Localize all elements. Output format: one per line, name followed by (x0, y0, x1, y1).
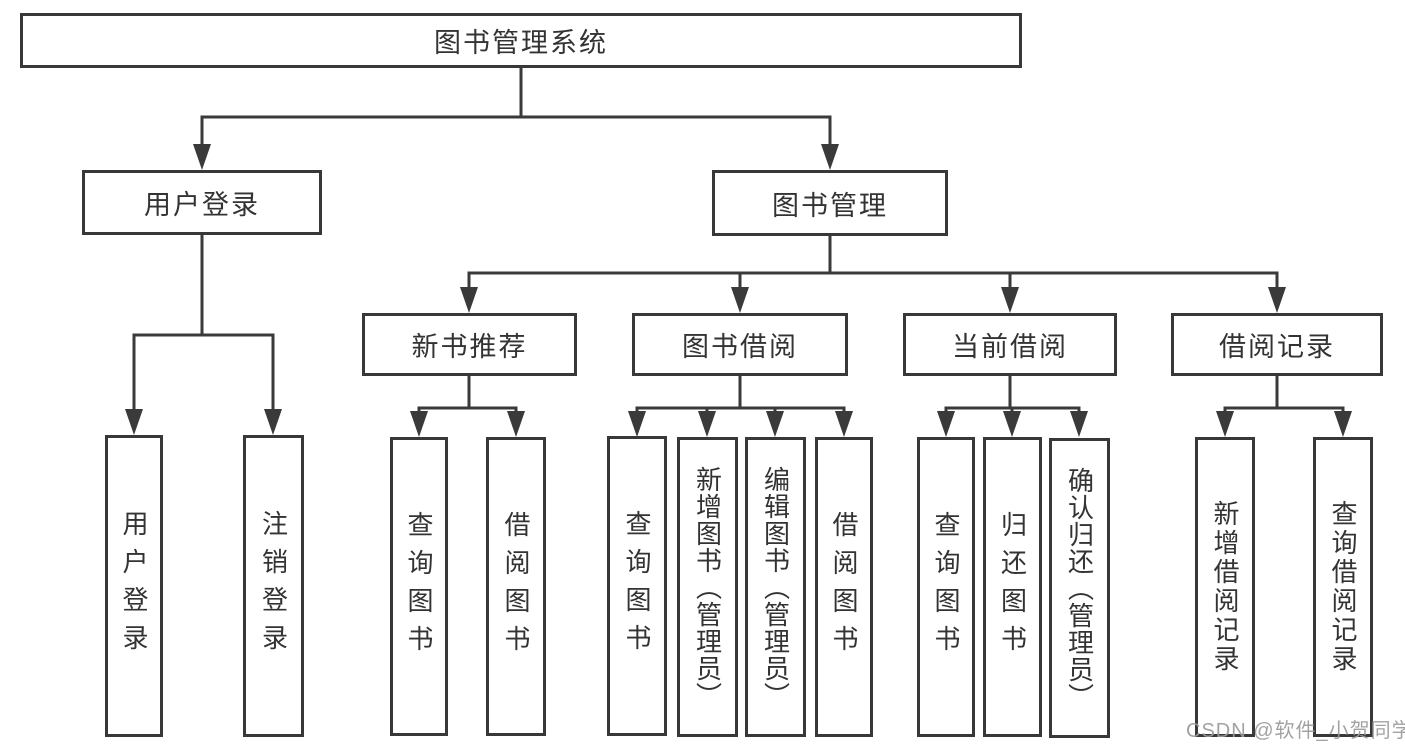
leaf-add-borrow-record-label: 新增借阅记录 (1210, 500, 1240, 674)
leaf-query-books-borrow-label: 查询图书 (622, 510, 652, 662)
connector-current-borrow-children (937, 374, 1088, 437)
node-book-borrow-label: 图书借阅 (682, 332, 798, 362)
connector-borrow-records-children (1216, 374, 1352, 437)
connector-user-login-children (125, 233, 282, 435)
leaf-return-book: 归还图书 (983, 437, 1042, 737)
leaf-borrow-books-recommend: 借阅图书 (486, 437, 546, 736)
node-current-borrow: 当前借阅 (903, 313, 1117, 376)
node-new-book-recommend-label: 新书推荐 (411, 332, 528, 362)
node-new-book-recommend: 新书推荐 (362, 313, 577, 376)
leaf-query-books-current-label: 查询图书 (931, 511, 961, 663)
leaf-user-login: 用户登录 (105, 435, 163, 737)
leaf-user-login-label: 用户登录 (119, 510, 149, 662)
leaf-query-books-recommend-label: 查询图书 (404, 510, 434, 663)
leaf-logout-label: 注销登录 (258, 510, 289, 662)
leaf-query-borrow-record: 查询借阅记录 (1313, 437, 1373, 737)
node-user-login-label: 用户登录 (144, 190, 260, 220)
leaf-confirm-return-admin: 确认归还（管理员） (1049, 438, 1110, 738)
node-book-management-label: 图书管理 (772, 190, 888, 221)
connector-book-management-children (460, 234, 1286, 313)
leaf-add-book-admin: 新增图书（管理员） (677, 437, 738, 737)
leaf-borrow-books-recommend-label: 借阅图书 (501, 510, 531, 663)
leaf-add-book-admin-label: 新增图书（管理员） (692, 465, 723, 709)
leaf-add-borrow-record: 新增借阅记录 (1195, 437, 1255, 737)
node-borrow-records-label: 借阅记录 (1219, 332, 1335, 362)
csdn-watermark: CSDN @软件_小贺同学 (1186, 720, 1405, 742)
connector-book-borrow-children (628, 374, 853, 437)
leaf-borrow-books-2: 借阅图书 (815, 437, 873, 737)
leaf-query-books-borrow: 查询图书 (607, 436, 667, 736)
node-root: 图书管理系统 (20, 13, 1022, 68)
node-book-borrow: 图书借阅 (632, 313, 848, 376)
leaf-query-borrow-record-label: 查询借阅记录 (1328, 500, 1358, 674)
node-borrow-records: 借阅记录 (1171, 313, 1383, 376)
leaf-edit-book-admin-label: 编辑图书（管理员） (760, 465, 791, 709)
leaf-return-book-label: 归还图书 (997, 511, 1028, 663)
leaf-borrow-books-2-label: 借阅图书 (829, 511, 859, 663)
connector-root-to-level2 (193, 66, 839, 170)
leaf-query-books-current: 查询图书 (917, 437, 975, 737)
node-book-management: 图书管理 (712, 170, 948, 236)
connector-new-book-recommend-children (410, 374, 525, 437)
leaf-logout: 注销登录 (243, 435, 304, 737)
node-user-login: 用户登录 (82, 170, 322, 235)
leaf-query-books-recommend: 查询图书 (390, 437, 448, 736)
leaf-edit-book-admin: 编辑图书（管理员） (745, 437, 806, 737)
leaf-confirm-return-admin-label: 确认归还（管理员） (1064, 466, 1095, 710)
node-current-borrow-label: 当前借阅 (952, 332, 1068, 362)
node-root-label: 图书管理系统 (434, 28, 608, 58)
